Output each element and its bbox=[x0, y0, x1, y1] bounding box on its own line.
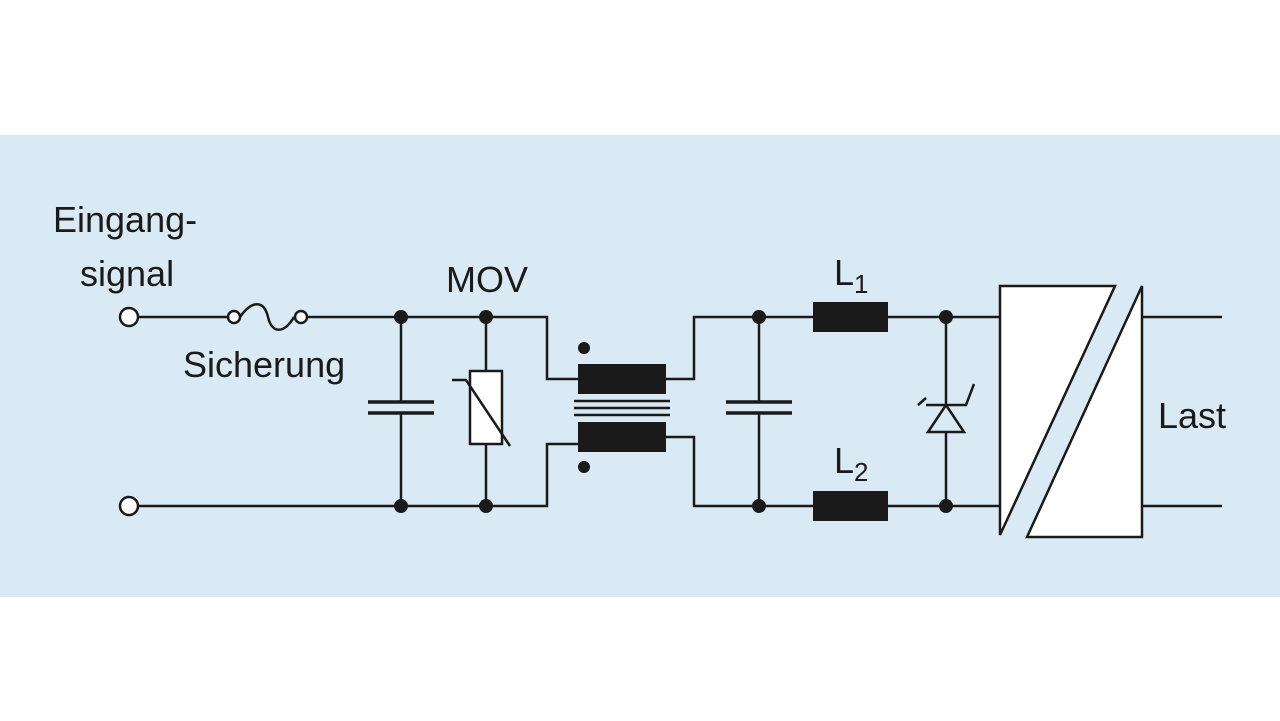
fuse-terminal-left bbox=[226, 309, 242, 325]
fuse-terminal-right bbox=[293, 309, 309, 325]
tvs-cathode-bar-icon bbox=[917, 383, 976, 407]
input-signal-label-line1: Eingang- bbox=[53, 199, 197, 240]
bottom-wire-input-to-choke bbox=[138, 442, 578, 508]
inductor-l2-letter: L bbox=[834, 440, 854, 481]
choke-winding-bottom bbox=[578, 422, 666, 452]
inductor-l1-letter: L bbox=[834, 252, 854, 293]
junction-dot bbox=[752, 310, 766, 324]
input-signal-label-line2: signal bbox=[80, 253, 174, 294]
inductor-l1-subscript: 1 bbox=[854, 269, 868, 299]
mov-slash-icon bbox=[452, 378, 512, 447]
load-block-right-icon bbox=[1025, 285, 1144, 539]
junction-dot bbox=[394, 310, 408, 324]
input-terminal-top bbox=[118, 306, 140, 328]
choke-polarity-dot bbox=[578, 342, 590, 354]
mov-label: MOV bbox=[446, 259, 528, 300]
fuse-element-icon bbox=[238, 303, 296, 331]
choke-polarity-dot bbox=[578, 461, 590, 473]
input-terminal-bottom bbox=[118, 495, 140, 517]
junction-dot bbox=[479, 499, 493, 513]
top-wire-fuse-to-choke bbox=[307, 315, 578, 381]
inductor-l1-icon bbox=[813, 302, 888, 332]
junction-dot bbox=[479, 310, 493, 324]
choke-winding-top bbox=[578, 364, 666, 394]
junction-dot bbox=[939, 499, 953, 513]
load-block-left-icon bbox=[998, 284, 1117, 536]
inductor-l2-subscript: 2 bbox=[854, 457, 868, 487]
junction-dot bbox=[939, 310, 953, 324]
inductor-l2-icon bbox=[813, 491, 888, 521]
junction-dot bbox=[752, 499, 766, 513]
mov-body-icon bbox=[468, 369, 504, 446]
inductor-l2-label: L2 bbox=[834, 440, 869, 487]
inductor-l1-label: L1 bbox=[834, 252, 869, 299]
load-label: Last bbox=[1158, 395, 1226, 436]
fuse-label: Sicherung bbox=[183, 344, 345, 385]
junction-dot bbox=[394, 499, 408, 513]
